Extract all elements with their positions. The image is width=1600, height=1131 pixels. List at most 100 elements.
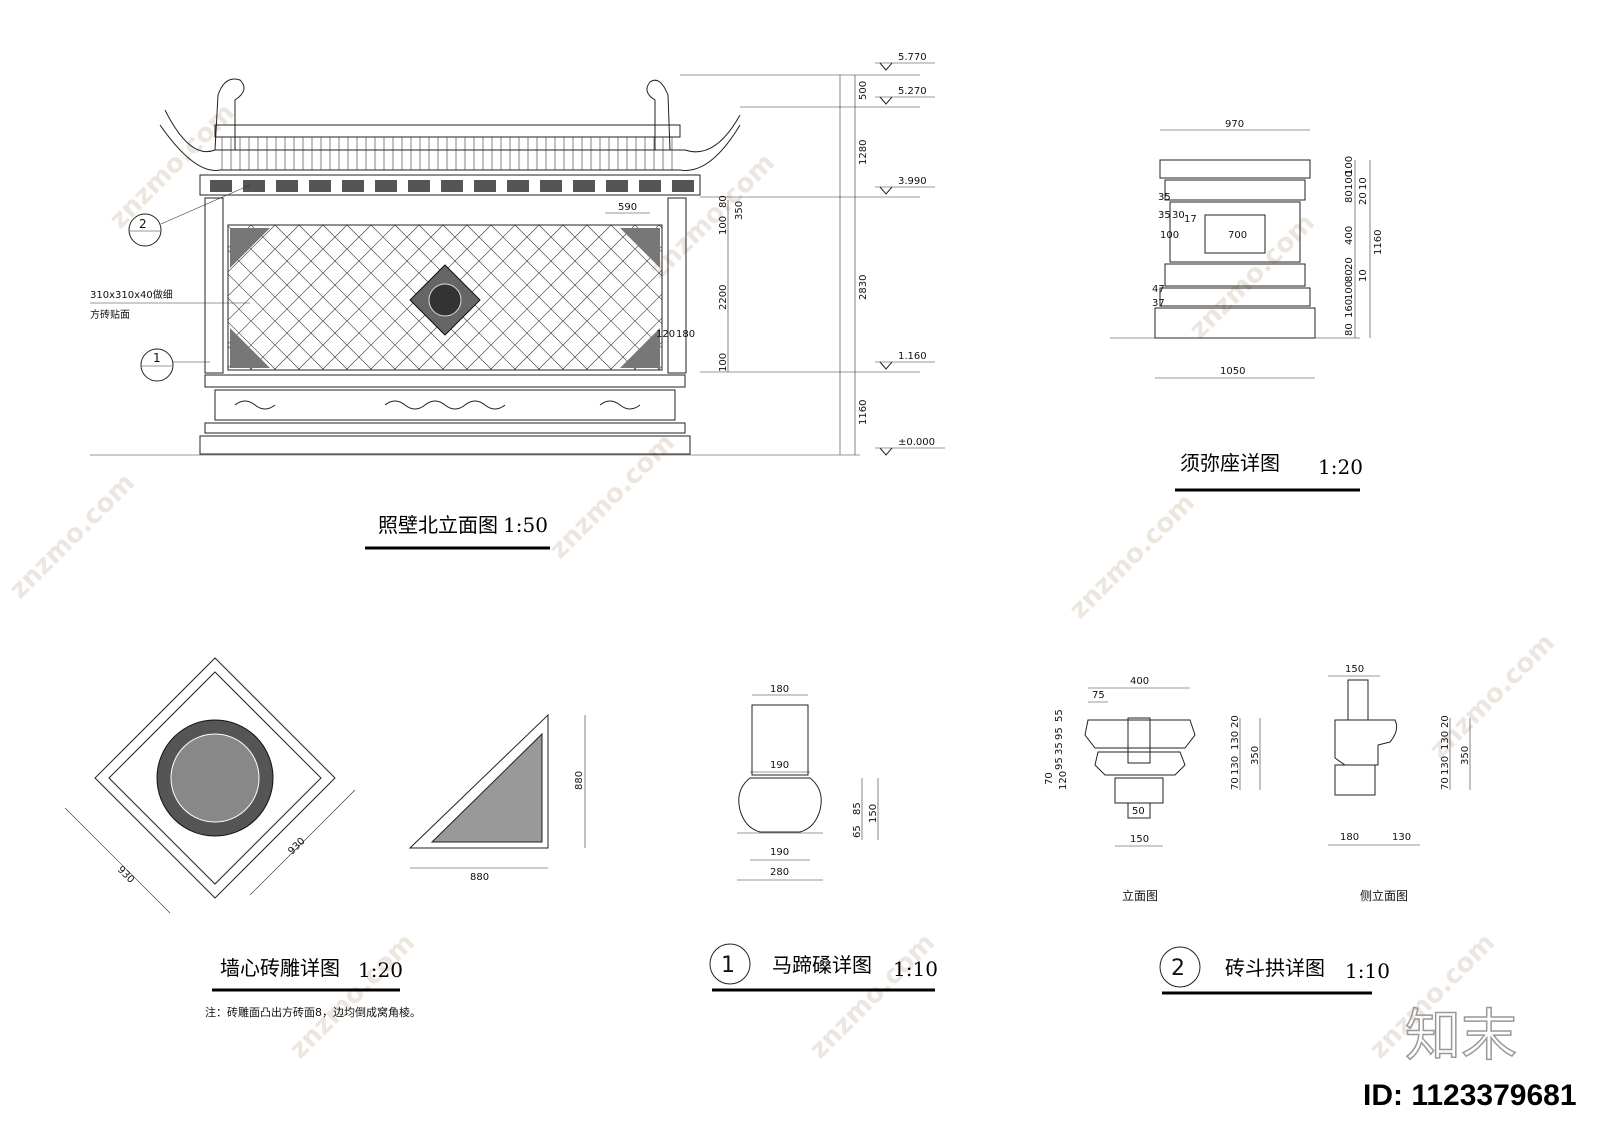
corner-triangle-carving: [430, 732, 543, 843]
dim-1280: 1280: [858, 140, 869, 165]
front-left-dims: 55 95 35 95 70 120: [1044, 709, 1069, 790]
dim-70: 70: [1044, 772, 1055, 785]
bracket-title: 砖斗拱详图: [1225, 956, 1325, 980]
dim-590: 590: [618, 202, 637, 213]
dim-500: 500: [858, 81, 869, 100]
dim-150: 150: [868, 804, 879, 823]
dim-930: 930: [115, 864, 136, 885]
bracket-side-base: [1334, 764, 1376, 796]
dim-line: [249, 789, 356, 896]
carving-dragon: [170, 733, 260, 823]
site-logo: 知末: [1405, 1004, 1517, 1069]
sumeru-lotus-upper: [1164, 179, 1306, 201]
dim-80: 80: [1344, 269, 1355, 282]
bracket-callout-number: 2: [1171, 956, 1185, 981]
dim-280: 280: [770, 867, 789, 878]
dim-10: 10: [1358, 269, 1369, 282]
dim-37: 37: [1152, 298, 1165, 309]
dim-17: 17: [1184, 214, 1197, 225]
dim-35: 35: [1158, 192, 1171, 203]
dim-180: 180: [676, 329, 695, 340]
roof-ridge: [214, 124, 681, 138]
sumeru-base-detail: 970 700 1050 100 100 10 80 20 400 1160 2…: [1110, 119, 1384, 492]
diamond-brick-grid: [228, 225, 662, 370]
dim-2830: 2830: [858, 275, 869, 300]
callout-1: [140, 348, 174, 382]
dim-970: 970: [1225, 119, 1244, 130]
dim-180: 180: [770, 684, 789, 695]
dim-20: 20: [1230, 715, 1241, 728]
dim-50: 50: [1132, 806, 1145, 817]
front-right-dims: 20 130 130 70 350: [1230, 715, 1261, 790]
dim-880: 880: [470, 872, 489, 883]
carving-note: 注：砖雕面凸出方砖面8，边均倒成窝角棱。: [205, 1005, 421, 1019]
dim-150: 150: [1345, 664, 1364, 675]
horseshoe-base-detail: 180 190 190 280 85 65 150 1 马蹄磉详图 1:10: [709, 684, 938, 992]
dim-930: 930: [286, 836, 307, 857]
dim-10: 10: [1358, 177, 1369, 190]
right-column: [667, 197, 687, 374]
dim-400: 400: [1344, 226, 1355, 245]
dim-160: 160: [1344, 299, 1355, 318]
bracket-units: [210, 180, 694, 192]
dim-100: 100: [1160, 230, 1179, 241]
dim-400: 400: [1130, 676, 1149, 687]
material-label: 方砖贴面: [90, 308, 130, 321]
sumeru-panel: [1204, 214, 1266, 254]
dim-130: 130: [1230, 756, 1241, 775]
bracket-side-label: 侧立面图: [1360, 888, 1408, 903]
watermark: znzmo.com: [1064, 488, 1201, 625]
dim-20: 20: [1358, 192, 1369, 205]
watermark: znzmo.com: [644, 148, 781, 285]
base-cap: [204, 374, 686, 388]
brick-bracket-detail: 400 75 55 95 35 95 70 120 20 130 130 70 …: [1044, 664, 1471, 995]
dim-80: 80: [1344, 190, 1355, 203]
dim-30: 30: [1172, 210, 1185, 221]
callout-1-number: 1: [153, 351, 161, 365]
dim-1050: 1050: [1220, 366, 1245, 377]
base-plinth: [204, 422, 686, 434]
dim-75: 75: [1092, 690, 1105, 701]
dim-20: 20: [1440, 715, 1451, 728]
ridge-dragon-left: [214, 78, 245, 151]
dim-130: 130: [1440, 756, 1451, 775]
horseshoe-callout-number: 1: [721, 953, 735, 978]
bracket-front-label: 立面图: [1122, 888, 1158, 903]
dim-85: 85: [852, 802, 863, 815]
brick-carving-scale: 1:20: [358, 958, 403, 982]
dim-95: 95: [1054, 727, 1065, 740]
image-id: ID: 1123379681: [1363, 1079, 1577, 1112]
callout-2-number: 2: [139, 217, 147, 231]
dim-120: 120: [656, 329, 675, 340]
elevation-title: 照壁北立面图: [378, 513, 498, 537]
roof-eave-line: [164, 109, 741, 153]
dim-47: 47: [1152, 284, 1165, 295]
carving-diamond-outer: [94, 657, 336, 899]
dim-100: 100: [1344, 156, 1355, 175]
elevation-markers: 5.770 5.270 3.990 1.160 ±0.000: [875, 52, 945, 456]
corner-ornament-br: [620, 328, 660, 368]
bracket-block: [1114, 777, 1164, 804]
sumeru-waist: [1169, 201, 1301, 263]
dim-100: 100: [1344, 171, 1355, 190]
bracket-top-arm: [1084, 719, 1196, 749]
watermark: znzmo.com: [544, 428, 681, 565]
roof-tiles: [221, 137, 673, 170]
bracket-row: [199, 174, 701, 196]
elevation-1160: 1.160: [898, 351, 927, 362]
column-shaft: [751, 704, 809, 776]
horseshoe-title: 马蹄磉详图: [772, 953, 872, 977]
watermark: znzmo.com: [104, 98, 241, 235]
dim-95: 95: [1054, 757, 1065, 770]
sumeru-top: [1159, 159, 1311, 179]
base-foot: [199, 435, 691, 455]
base-frieze: [214, 389, 676, 421]
dim-700: 700: [1228, 230, 1247, 241]
dim-880: 880: [574, 771, 585, 790]
frieze-scrolls: [234, 400, 641, 410]
dim-190: 190: [770, 847, 789, 858]
sumeru-plinth: [1159, 287, 1311, 307]
bracket-callout: [1159, 946, 1201, 988]
bracket-mid-arm: [1094, 751, 1186, 776]
north-elevation: 2 1 310x310x40做细 方砖贴面 500 1280 2830 1160…: [90, 52, 945, 550]
